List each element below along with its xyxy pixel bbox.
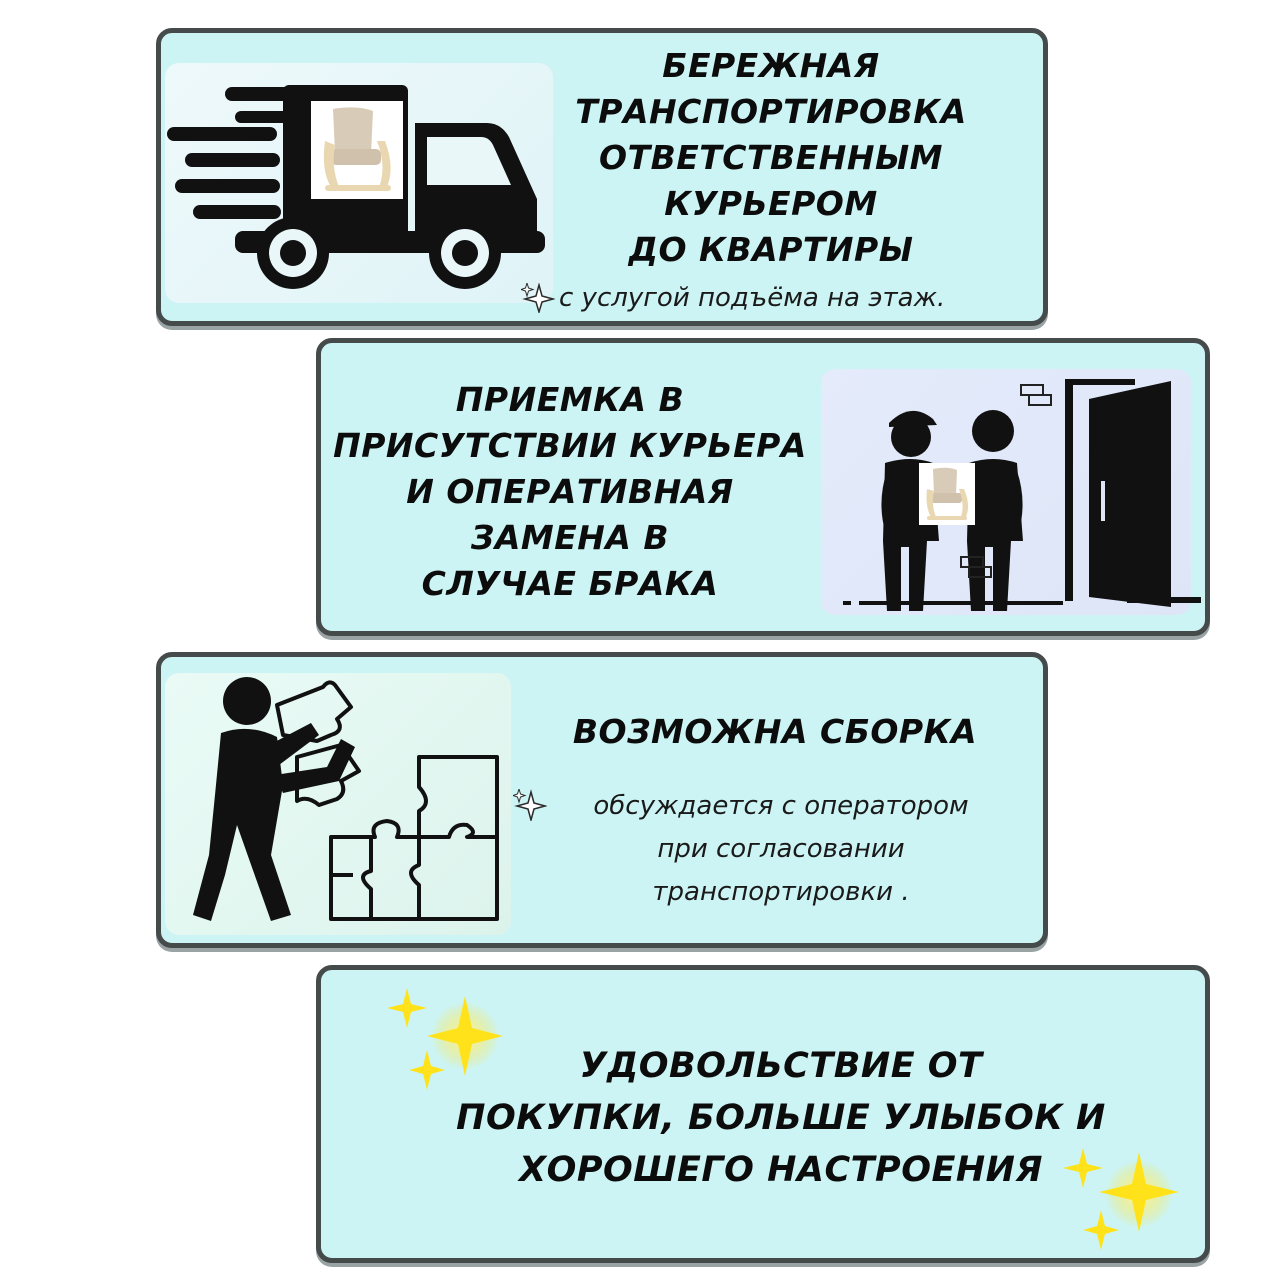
- courier-handover-icon: [841, 371, 1201, 621]
- heading-line: ПРИЕМКА В: [455, 380, 685, 419]
- heading-line: СЛУЧАЕ БРАКА: [421, 564, 719, 603]
- satisfaction-heading: УДОВОЛЬСТВИЕ ОТ ПОКУПКИ, БОЛЬШЕ УЛЫБОК И…: [381, 1040, 1181, 1196]
- armchair-icon: [919, 463, 975, 525]
- delivery-note: с услугой подъёма на этаж.: [559, 283, 946, 313]
- small-sparkle-icon: [521, 283, 555, 313]
- heading-line: БЕРЕЖНАЯ: [662, 46, 880, 85]
- heading-line: КУРЬЕРОМ: [664, 184, 878, 223]
- heading-line: ОТВЕТСТВЕННЫМ: [599, 138, 943, 177]
- heading-line: ТРАНСПОРТИРОВКА: [575, 92, 967, 131]
- note-line: обсуждается с оператором: [593, 791, 969, 821]
- heading-line: ХОРОШЕГО НАСТРОЕНИЯ: [519, 1150, 1043, 1190]
- card-assembly: ВОЗМОЖНА СБОРКА обсуждается с оператором…: [156, 652, 1048, 948]
- heading-line: И ОПЕРАТИВНАЯ: [406, 472, 734, 511]
- heading-line: УДОВОЛЬСТВИЕ ОТ: [579, 1046, 983, 1086]
- delivery-heading: БЕРЕЖНАЯ ТРАНСПОРТИРОВКА ОТВЕТСТВЕННЫМ К…: [541, 43, 1001, 273]
- heading-line: ВОЗМОЖНА СБОРКА: [572, 712, 978, 751]
- assembly-heading: ВОЗМОЖНА СБОРКА: [545, 709, 1005, 755]
- note-line: транспортировки .: [652, 877, 910, 907]
- sparkles-icon: [377, 982, 507, 1102]
- heading-line: ЗАМЕНА В: [470, 518, 670, 557]
- card-satisfaction: УДОВОЛЬСТВИЕ ОТ ПОКУПКИ, БОЛЬШЕ УЛЫБОК И…: [316, 965, 1210, 1263]
- card-delivery: БЕРЕЖНАЯ ТРАНСПОРТИРОВКА ОТВЕТСТВЕННЫМ К…: [156, 28, 1048, 326]
- card-acceptance: ПРИЕМКА В ПРИСУТСТВИИ КУРЬЕРА И ОПЕРАТИВ…: [316, 338, 1210, 636]
- assembly-note: обсуждается с оператором при согласовани…: [561, 785, 1001, 914]
- heading-line: ПРИСУТСТВИИ КУРЬЕРА: [333, 426, 807, 465]
- heading-line: ПОКУПКИ, БОЛЬШЕ УЛЫБОК И: [456, 1098, 1106, 1138]
- sparkles-icon: [1061, 1140, 1191, 1260]
- small-sparkle-icon: [513, 789, 547, 821]
- acceptance-heading: ПРИЕМКА В ПРИСУТСТВИИ КУРЬЕРА И ОПЕРАТИВ…: [325, 377, 815, 607]
- assembly-puzzle-icon: [191, 675, 511, 935]
- armchair-icon: [311, 101, 403, 199]
- note-line: при согласовании: [657, 834, 905, 864]
- heading-line: ДО КВАРТИРЫ: [628, 230, 914, 269]
